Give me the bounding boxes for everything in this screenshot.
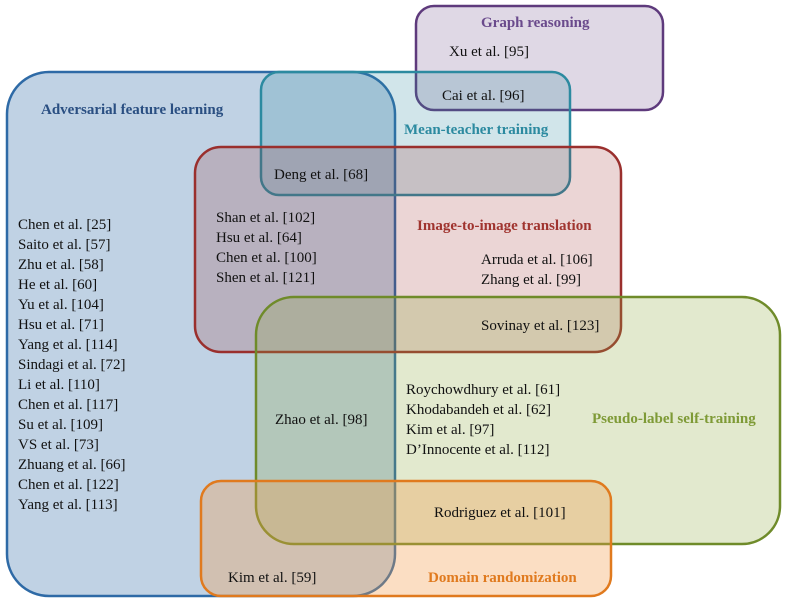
- mean-teacher-set-box: [259, 70, 572, 197]
- list-item: D’Innocente et al. [112]: [406, 442, 550, 458]
- list-item: Chen et al. [117]: [18, 397, 119, 413]
- list-item: Hsu et al. [71]: [18, 317, 104, 333]
- graph-mean-teacher-entry: Cai et al. [96]: [442, 88, 525, 104]
- list-item: Kim et al. [97]: [406, 422, 495, 438]
- list-item: Su et al. [109]: [18, 417, 103, 433]
- list-item: Khodabandeh et al. [62]: [406, 402, 551, 418]
- list-item: Sindagi et al. [72]: [18, 357, 126, 373]
- adversarial-image-entries: Shan et al. [102] Hsu et al. [64] Chen e…: [216, 208, 317, 288]
- list-item: Shen et al. [121]: [216, 270, 316, 286]
- list-item: Zhu et al. [58]: [18, 257, 104, 273]
- list-item: He et al. [60]: [18, 277, 98, 293]
- triple-overlap-entry: Deng et al. [68]: [274, 167, 369, 183]
- list-item: Zhang et al. [99]: [481, 272, 581, 288]
- domain-randomization-set-box: [199, 479, 613, 598]
- list-item: Zhuang et al. [66]: [18, 457, 126, 473]
- graph-title: Graph reasoning: [481, 15, 590, 31]
- list-item: VS et al. [73]: [18, 437, 99, 453]
- list-item: Hsu et al. [64]: [216, 230, 302, 246]
- list-item: Yu et al. [104]: [18, 297, 104, 313]
- pseudo-label-entries: Roychowdhury et al. [61] Khodabandeh et …: [406, 380, 560, 460]
- image-to-image-entries: Arruda et al. [106] Zhang et al. [99]: [481, 250, 593, 290]
- adversarial-pseudo-entry: Zhao et al. [98]: [275, 412, 368, 428]
- graph-set-box: [414, 4, 665, 112]
- list-item: Yang et al. [113]: [18, 497, 118, 513]
- mean-teacher-title: Mean-teacher training: [404, 122, 549, 138]
- list-item: Arruda et al. [106]: [481, 252, 593, 268]
- pseudo-label-title: Pseudo-label self-training: [592, 411, 756, 427]
- list-item: Shan et al. [102]: [216, 210, 316, 226]
- adversarial-domain-entry: Kim et al. [59]: [228, 570, 317, 586]
- list-item: Chen et al. [25]: [18, 217, 112, 233]
- image-to-image-set-box: [193, 145, 623, 354]
- list-item: Roychowdhury et al. [61]: [406, 382, 561, 398]
- list-item: Li et al. [110]: [18, 377, 100, 393]
- image-to-image-title: Image-to-image translation: [417, 218, 592, 234]
- list-item: Yang et al. [114]: [18, 337, 118, 353]
- list-item: Chen et al. [100]: [216, 250, 317, 266]
- list-item: Saito et al. [57]: [18, 237, 111, 253]
- list-item: Chen et al. [122]: [18, 477, 119, 493]
- adversarial-set-box: [5, 70, 397, 598]
- adversarial-entries: Chen et al. [25] Saito et al. [57] Zhu e…: [18, 215, 125, 515]
- domain-randomization-title: Domain randomization: [428, 570, 577, 586]
- graph-entry: Xu et al. [95]: [449, 44, 529, 60]
- adversarial-title: Adversarial feature learning: [41, 102, 224, 118]
- image-pseudo-entry: Sovinay et al. [123]: [481, 318, 600, 334]
- pseudo-domain-entry: Rodriguez et al. [101]: [434, 505, 566, 521]
